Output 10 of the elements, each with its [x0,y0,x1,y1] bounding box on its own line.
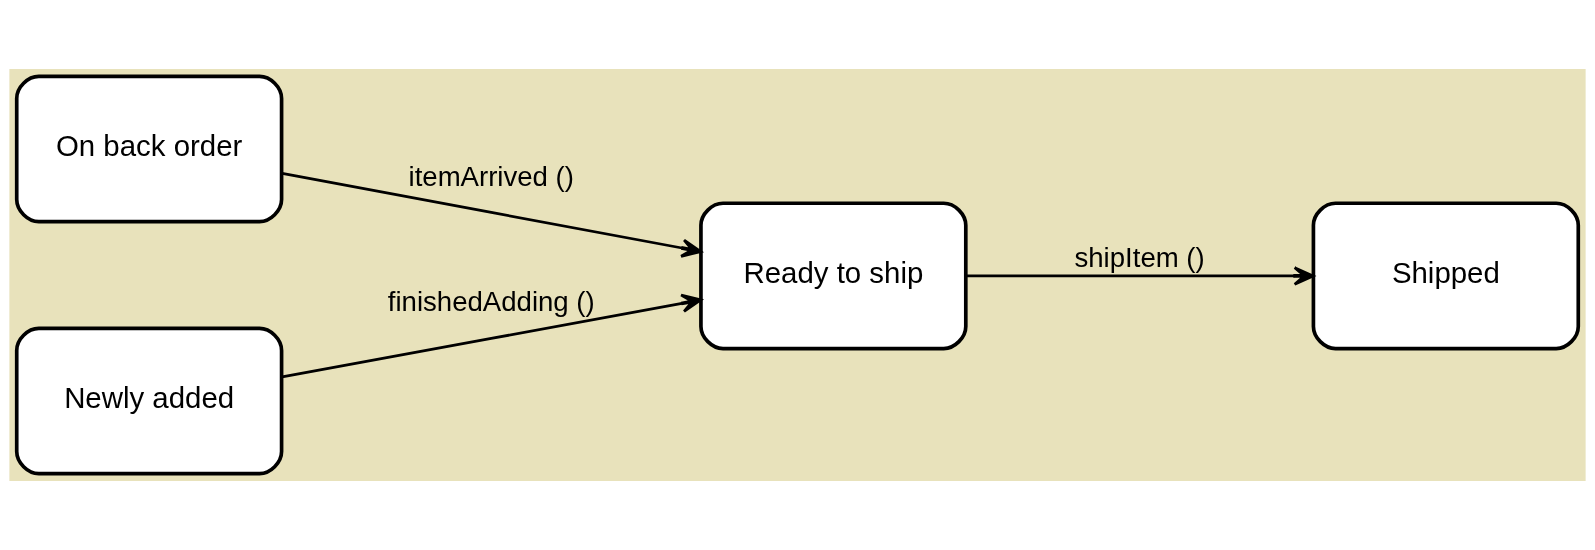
edge-label: shipItem () [1074,241,1205,273]
node-box: On back order [14,74,284,224]
arrow [281,293,703,379]
edge-label: itemArrived () [408,160,574,192]
arrow [965,266,1315,286]
node-box: Ready to ship [699,201,968,351]
node-box: Shipped [1311,201,1581,351]
node-box: Newly added [14,326,284,476]
arrow [281,172,703,258]
edge-label: finishedAdding () [387,285,595,317]
